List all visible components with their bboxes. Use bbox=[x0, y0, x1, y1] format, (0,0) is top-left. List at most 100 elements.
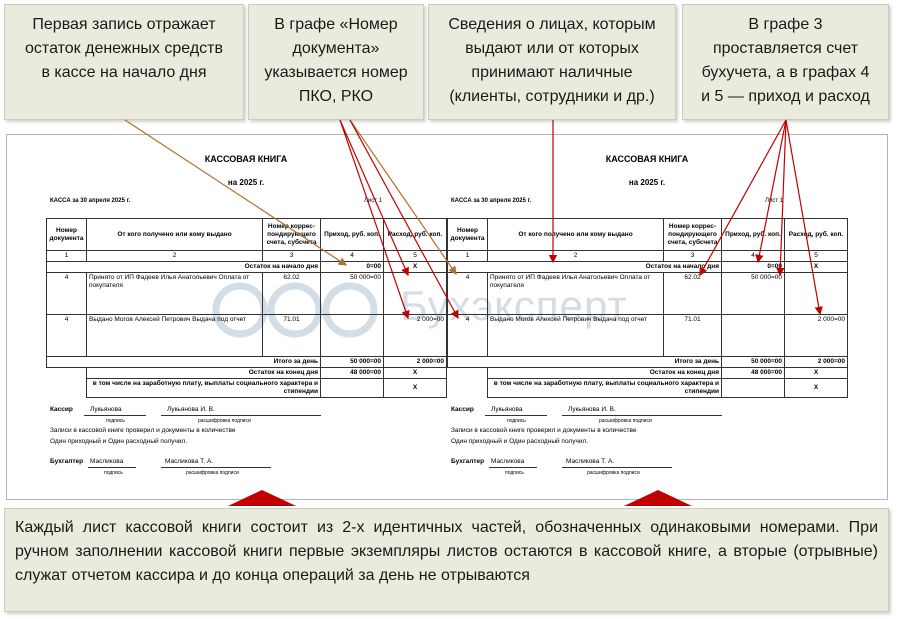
opening-balance-label: Остаток на начало дня bbox=[447, 261, 722, 273]
opening-balance-label: Остаток на начало дня bbox=[46, 261, 321, 273]
header-doc-no: Номер документа bbox=[46, 218, 87, 251]
up-arrow-right-icon bbox=[624, 490, 692, 506]
salary-income bbox=[721, 378, 785, 398]
total-expense: 2 000=00 bbox=[784, 356, 848, 368]
header-expense: Расход, руб. коп. bbox=[383, 218, 447, 251]
salary-income bbox=[320, 378, 384, 398]
caption-decode: расшифровка подписи bbox=[587, 470, 640, 476]
header-income: Приход, руб. коп. bbox=[721, 218, 785, 251]
cashier-label: Кассир bbox=[451, 406, 474, 413]
row-doc-no: 4 bbox=[46, 314, 87, 357]
checked-text: Записи в кассовой книге проверил и докум… bbox=[50, 427, 236, 434]
row-account: 62.02 bbox=[663, 272, 722, 315]
book-sheet-number: Лист 1 bbox=[764, 198, 783, 204]
col-number: 2 bbox=[487, 250, 664, 262]
opening-balance-expense: X bbox=[784, 261, 848, 273]
row-income bbox=[721, 314, 785, 357]
row-description: Выдано Могов Алексей Петрович Выдача под… bbox=[86, 314, 263, 357]
row-expense: 2 000=00 bbox=[383, 314, 447, 357]
cashier-name: Лукьянова И. В. bbox=[568, 406, 616, 413]
closing-balance-income: 48 000=00 bbox=[721, 367, 785, 379]
col-number: 4 bbox=[320, 250, 384, 262]
header-doc-no: Номер документа bbox=[447, 218, 488, 251]
row-doc-no: 4 bbox=[447, 314, 488, 357]
book-sheet-number: Лист 1 bbox=[363, 198, 382, 204]
closing-balance-income: 48 000=00 bbox=[320, 367, 384, 379]
caption-signature: подпись bbox=[505, 470, 524, 476]
closing-balance-expense: X bbox=[383, 367, 447, 379]
row-expense: 2 000=00 bbox=[784, 314, 848, 357]
col-number: 2 bbox=[86, 250, 263, 262]
salary-expense: X bbox=[784, 378, 848, 398]
cash-book-table: Номер документа От кого получено или ком… bbox=[46, 218, 447, 398]
book-title: КАССОВАЯ КНИГА bbox=[204, 154, 288, 164]
caption-decode: расшифровка подписи bbox=[198, 418, 251, 424]
book-title: КАССОВАЯ КНИГА bbox=[605, 154, 689, 164]
row-account: 71.01 bbox=[663, 314, 722, 357]
col-number: 4 bbox=[721, 250, 785, 262]
closing-balance-label: Остаток на конец дня bbox=[487, 367, 722, 379]
caption-decode: расшифровка подписи bbox=[186, 470, 239, 476]
book-date: КАССА за 30 апреля 2025 г. bbox=[451, 198, 532, 204]
col-number: 3 bbox=[262, 250, 321, 262]
accountant-signature: Масликова bbox=[491, 458, 525, 465]
closing-balance-expense: X bbox=[784, 367, 848, 379]
book-date: КАССА за 30 апреля 2025 г. bbox=[50, 198, 131, 204]
col-number: 1 bbox=[46, 250, 87, 262]
header-expense: Расход, руб. коп. bbox=[784, 218, 848, 251]
row-account: 62.02 bbox=[262, 272, 321, 315]
opening-balance-income: 0=00 bbox=[320, 261, 384, 273]
col-number: 5 bbox=[383, 250, 447, 262]
caption-signature: подпись bbox=[104, 470, 123, 476]
accountant-name: Масликова Т. А. bbox=[566, 458, 615, 465]
header-from-to: От кого получено или кому выдано bbox=[487, 218, 664, 251]
total-expense: 2 000=00 bbox=[383, 356, 447, 368]
header-income: Приход, руб. коп. bbox=[320, 218, 384, 251]
checked-text: Записи в кассовой книге проверил и докум… bbox=[451, 427, 637, 434]
caption-decode: расшифровка подписи bbox=[599, 418, 652, 424]
callout-persons: Сведения о лицах, которым выдают или от … bbox=[428, 4, 676, 120]
cashier-name: Лукьянова И. В. bbox=[167, 406, 215, 413]
total-income: 50 000=00 bbox=[721, 356, 785, 368]
caption-signature: подпись bbox=[106, 418, 125, 424]
book-year: на 2025 г. bbox=[628, 178, 666, 187]
col-number: 3 bbox=[663, 250, 722, 262]
row-doc-no: 4 bbox=[447, 272, 488, 315]
accountant-label: Бухгалтер bbox=[50, 458, 84, 465]
bottom-note: Каждый лист кассовой книги состоит из 2-… bbox=[4, 508, 889, 612]
book-year: на 2025 г. bbox=[227, 178, 265, 187]
cashier-signature: Лукьянова bbox=[90, 406, 122, 413]
col-number: 5 bbox=[784, 250, 848, 262]
row-doc-no: 4 bbox=[46, 272, 87, 315]
callout-document-number: В графе «Номер документа» указывается но… bbox=[248, 4, 424, 120]
opening-balance-income: 0=00 bbox=[721, 261, 785, 273]
row-income bbox=[320, 314, 384, 357]
row-description: Принято от ИП Фадеев Илья Анатольевич Оп… bbox=[487, 272, 664, 315]
opening-balance-expense: X bbox=[383, 261, 447, 273]
caption-signature: подпись bbox=[507, 418, 526, 424]
cashier-label: Кассир bbox=[50, 406, 73, 413]
accountant-signature: Масликова bbox=[90, 458, 124, 465]
row-income: 50 000=00 bbox=[320, 272, 384, 315]
salary-expense: X bbox=[383, 378, 447, 398]
accountant-label: Бухгалтер bbox=[451, 458, 485, 465]
header-from-to: От кого получено или кому выдано bbox=[86, 218, 263, 251]
cash-book-right: КАССОВАЯ КНИГА на 2025 г. КАССА за 30 ап… bbox=[447, 140, 848, 496]
cash-book-table: Номер документа От кого получено или ком… bbox=[447, 218, 848, 398]
total-label: Итого за день bbox=[46, 356, 321, 368]
row-expense bbox=[383, 272, 447, 315]
row-account: 71.01 bbox=[262, 314, 321, 357]
col-number: 1 bbox=[447, 250, 488, 262]
salary-label: в том числе на заработную плату, выплаты… bbox=[487, 378, 722, 398]
total-label: Итого за день bbox=[447, 356, 722, 368]
row-income: 50 000=00 bbox=[721, 272, 785, 315]
docs-count-text: Один приходный и Один расходный получил. bbox=[451, 438, 589, 445]
docs-count-text: Один приходный и Один расходный получил. bbox=[50, 438, 188, 445]
row-expense bbox=[784, 272, 848, 315]
salary-label: в том числе на заработную плату, выплаты… bbox=[86, 378, 321, 398]
closing-balance-label: Остаток на конец дня bbox=[86, 367, 321, 379]
row-description: Принято от ИП Фадеев Илья Анатольевич Оп… bbox=[86, 272, 263, 315]
total-income: 50 000=00 bbox=[320, 356, 384, 368]
up-arrow-left-icon bbox=[228, 490, 296, 506]
cashier-signature: Лукьянова bbox=[491, 406, 523, 413]
